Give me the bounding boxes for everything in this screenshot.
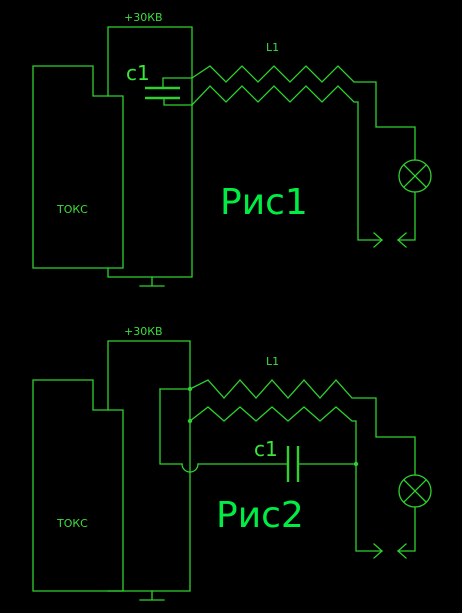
tokc-block-outline (32, 379, 124, 592)
spark-gap-arrows (373, 543, 407, 559)
lamp-x-icon (398, 159, 432, 193)
capacitor-label: c1 (126, 61, 150, 85)
lamp-x-icon (398, 474, 432, 508)
figure-1: ТОКС +30КВ c1 L1 Рис1 (32, 11, 432, 287)
figure-title: Рис2 (216, 495, 304, 536)
spark-gap-arrows (373, 232, 407, 248)
inductor-winding-top (189, 379, 416, 476)
lamp-return-wire (397, 191, 416, 241)
capacitor-c1 (159, 386, 359, 482)
tokc-block-label: ТОКС (56, 203, 88, 216)
tokc-block-outline (32, 65, 124, 269)
hv-supply-wire (107, 340, 191, 592)
inductor-winding-bottom (189, 406, 383, 552)
inductor-winding-bottom (191, 85, 383, 241)
capacitor-label: c1 (254, 437, 278, 461)
tokc-block-label: ТОКС (56, 517, 88, 530)
ground-icon (139, 590, 165, 601)
figure-2: ТОКС +30КВ L1 c1 (32, 325, 432, 601)
ground-icon (139, 276, 165, 287)
voltage-label: +30КВ (124, 325, 163, 338)
capacitor-c1 (145, 77, 193, 106)
figure-title: Рис1 (220, 182, 308, 223)
lamp-return-wire (397, 506, 416, 552)
inductor-label: L1 (266, 41, 279, 54)
inductor-winding-top (191, 65, 416, 161)
hv-supply-wire (107, 26, 193, 278)
voltage-label: +30КВ (124, 11, 163, 24)
inductor-label: L1 (266, 355, 279, 368)
